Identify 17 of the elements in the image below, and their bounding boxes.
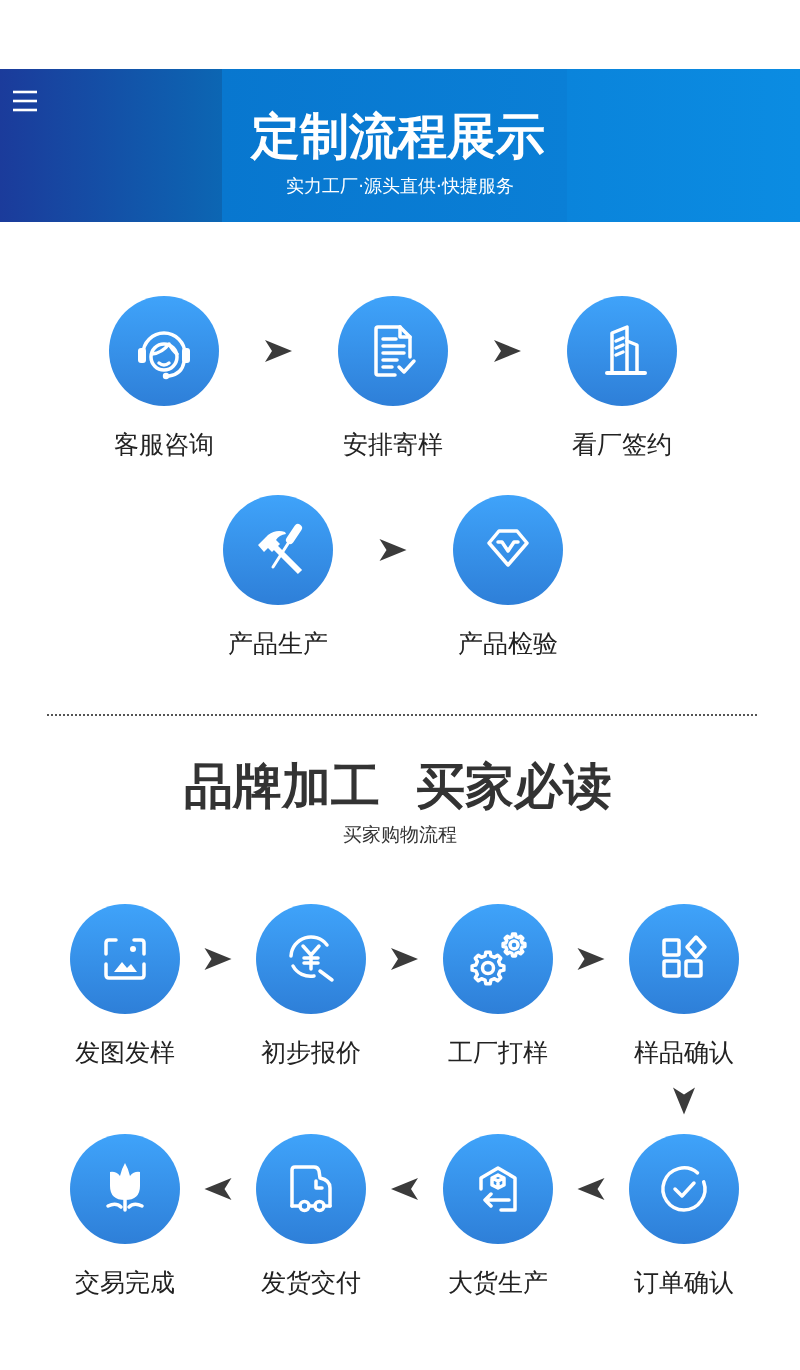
step-label: 客服咨询 [114, 430, 214, 460]
step-label: 发货交付 [261, 1268, 361, 1298]
section-heading: 品牌加工 买家必读 [183, 757, 613, 818]
step-label: 样品确认 [634, 1038, 734, 1068]
step-label: 大货生产 [448, 1268, 548, 1298]
step-label: 交易完成 [75, 1268, 175, 1298]
step-label: 产品检验 [458, 629, 558, 659]
step-label: 安排寄样 [343, 430, 443, 460]
step-label: 看厂签约 [572, 430, 672, 460]
step-label: 订单确认 [634, 1268, 734, 1298]
page-title: 定制流程展示 [251, 111, 545, 163]
section-subtitle: 买家购物流程 [343, 821, 457, 847]
step-label: 产品生产 [228, 629, 328, 659]
step-label: 初步报价 [261, 1038, 361, 1068]
step-label: 工厂打样 [448, 1038, 548, 1068]
step-label: 发图发样 [75, 1038, 175, 1068]
subtitle: 实力工厂·源头直供·快捷服务 [286, 174, 514, 198]
